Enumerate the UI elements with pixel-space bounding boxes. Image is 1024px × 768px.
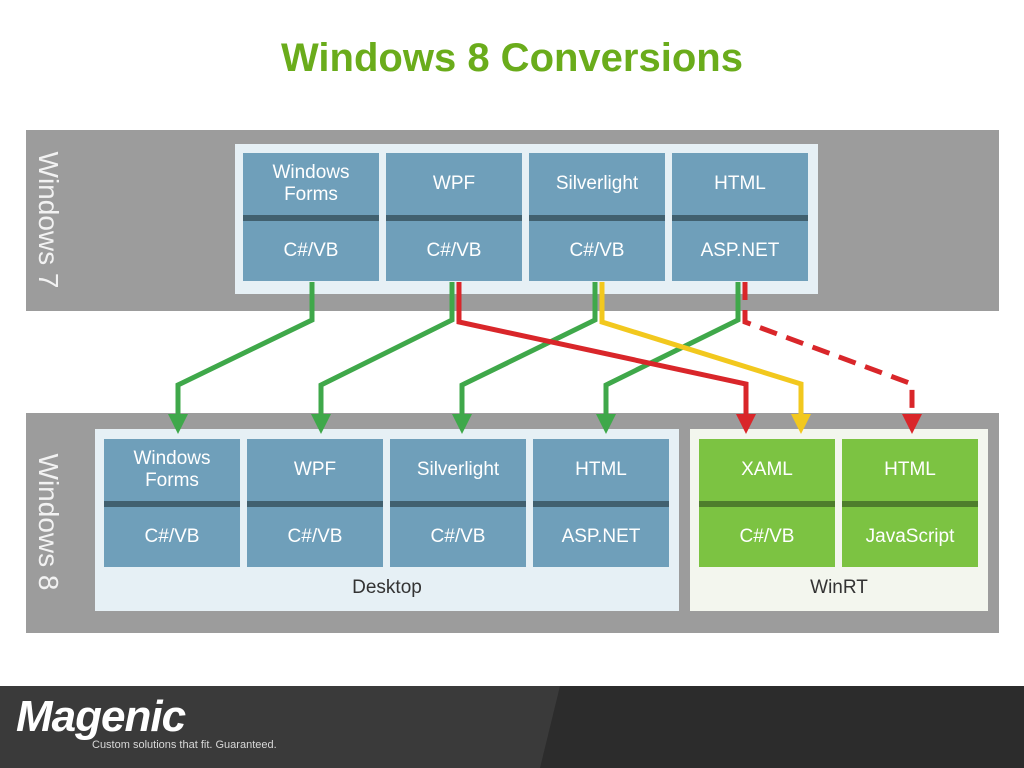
tile-divider <box>390 501 526 507</box>
tile-language: JavaScript <box>842 507 978 567</box>
tile-divider <box>104 501 240 507</box>
tile-technology: WPF <box>247 439 383 501</box>
footer-bar: Magenic Custom solutions that fit. Guara… <box>0 686 1024 768</box>
tile-technology: Windows Forms <box>104 439 240 501</box>
tile-language: C#/VB <box>247 507 383 567</box>
arrow-wpf-to-xaml <box>456 282 756 434</box>
tile-language: C#/VB <box>386 221 522 281</box>
windows7-panel: Windows Forms C#/VB WPF C#/VB Silverligh… <box>235 144 818 294</box>
winrt-label: WinRT <box>810 577 868 598</box>
tile-language: ASP.NET <box>533 507 669 567</box>
tile-divider <box>842 501 978 507</box>
desktop-panel: Windows Forms C#/VB WPF C#/VB Silverligh… <box>95 429 679 611</box>
tile-language: C#/VB <box>529 221 665 281</box>
tile-divider <box>699 501 835 507</box>
tile-divider <box>529 215 665 221</box>
tile-divider <box>243 215 379 221</box>
tile-language: C#/VB <box>699 507 835 567</box>
arrow-silverlight-to-xaml <box>599 282 811 434</box>
arrow-html-to-winrt-html <box>742 282 922 434</box>
logo-tagline: Custom solutions that fit. Guaranteed. <box>92 739 277 751</box>
desktop-label: Desktop <box>352 577 422 598</box>
tile-divider <box>386 215 522 221</box>
arrow-html-to-desktop <box>596 282 741 434</box>
tile-technology: HTML <box>842 439 978 501</box>
tile-language: C#/VB <box>104 507 240 567</box>
arrow-winforms-to-desktop <box>168 282 315 434</box>
tile-technology: HTML <box>672 153 808 215</box>
arrow-wpf-to-desktop <box>311 282 455 434</box>
magenic-logo: Magenic <box>16 692 186 741</box>
tile-technology: HTML <box>533 439 669 501</box>
tile-divider <box>672 215 808 221</box>
winrt-panel: XAML C#/VB HTML JavaScript WinRT <box>690 429 988 611</box>
tile-language: C#/VB <box>390 507 526 567</box>
tile-technology: XAML <box>699 439 835 501</box>
tile-technology: Silverlight <box>529 153 665 215</box>
tile-technology: WPF <box>386 153 522 215</box>
tile-divider <box>247 501 383 507</box>
tile-language: ASP.NET <box>672 221 808 281</box>
tile-language: C#/VB <box>243 221 379 281</box>
arrow-silverlight-to-desktop <box>452 282 598 434</box>
footer-accent <box>540 686 1024 768</box>
slide-title: Windows 8 Conversions <box>281 36 743 80</box>
tile-divider <box>533 501 669 507</box>
tile-technology: Windows Forms <box>243 153 379 215</box>
tile-technology: Silverlight <box>390 439 526 501</box>
